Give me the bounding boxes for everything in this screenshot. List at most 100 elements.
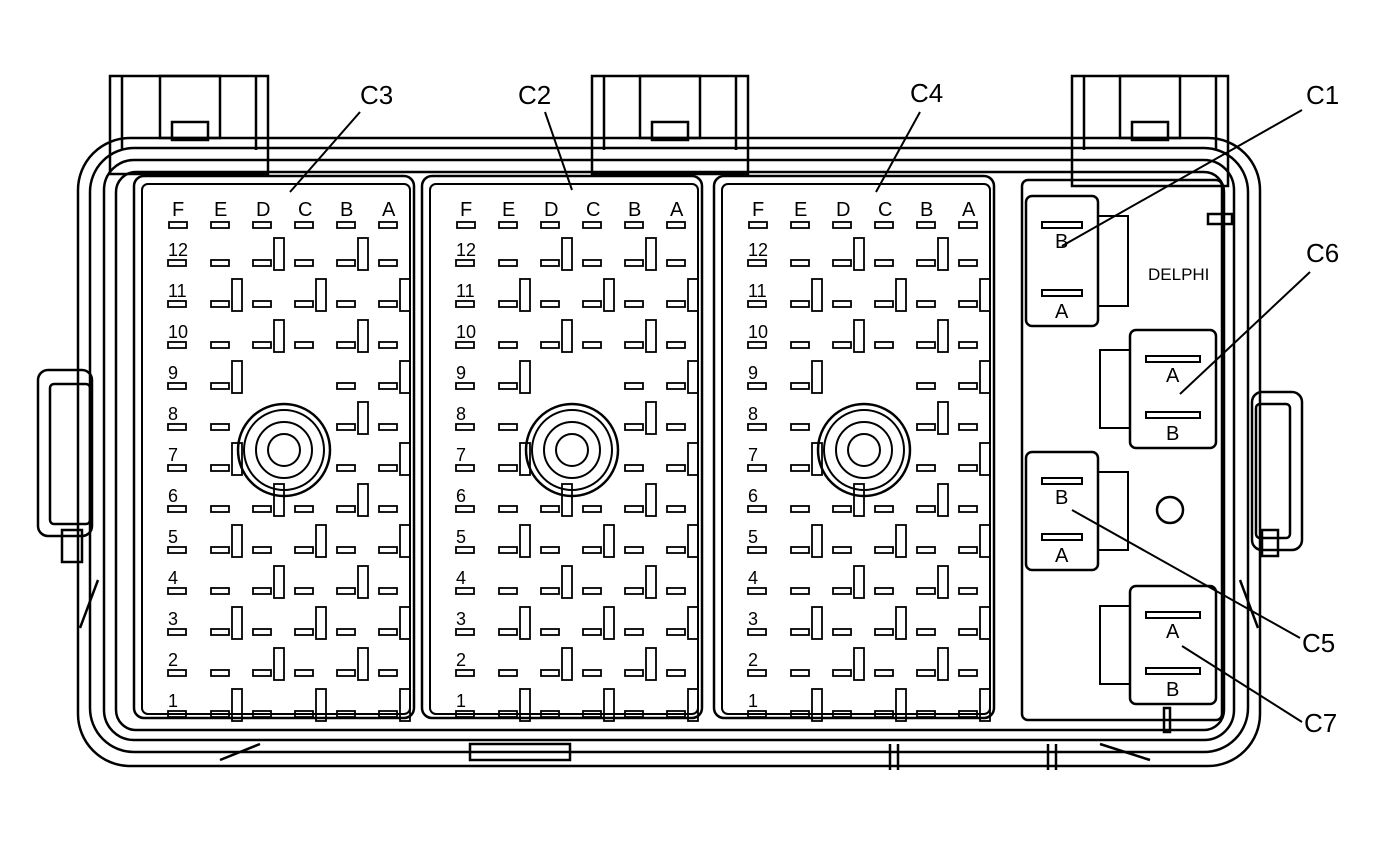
terminal (378, 587, 398, 595)
terminal (747, 300, 767, 308)
blade-terminal (937, 483, 949, 517)
pin-blade (1041, 477, 1083, 485)
terminal (958, 669, 978, 677)
blade-terminal (687, 688, 699, 722)
column-label: D (836, 199, 850, 221)
terminal (455, 423, 475, 431)
terminal (666, 300, 686, 308)
blade-terminal (979, 278, 991, 312)
terminal (540, 669, 560, 677)
blade-terminal (231, 278, 243, 312)
row-label: 8 (168, 404, 178, 424)
terminal (666, 669, 686, 677)
terminal (958, 710, 978, 718)
connector-c7: AB (1099, 584, 1218, 706)
callout-c5: C5 (1302, 628, 1335, 658)
blade-terminal (645, 237, 657, 271)
terminal (336, 300, 356, 308)
terminal (916, 587, 936, 595)
blade-terminal (357, 319, 369, 353)
terminal (540, 259, 560, 267)
blade-terminal (687, 524, 699, 558)
terminal (916, 505, 936, 513)
housing (36, 74, 1304, 770)
bolt-ring (835, 421, 893, 479)
blade-terminal (519, 442, 531, 476)
terminal (582, 546, 602, 554)
terminal (540, 221, 560, 229)
blade-terminal (853, 647, 865, 681)
terminal (294, 669, 314, 677)
terminal (378, 505, 398, 513)
terminal (666, 259, 686, 267)
terminal (336, 546, 356, 554)
terminal (378, 300, 398, 308)
terminal (790, 628, 810, 636)
terminal (455, 628, 475, 636)
terminal (832, 669, 852, 677)
leader-lines (289, 109, 1311, 723)
terminal (455, 259, 475, 267)
terminal (378, 221, 398, 229)
terminal (624, 259, 644, 267)
terminal (790, 710, 810, 718)
terminal (624, 628, 644, 636)
blade-terminal (273, 647, 285, 681)
terminal (498, 341, 518, 349)
blade-terminal (315, 278, 327, 312)
terminal (336, 259, 356, 267)
terminal (167, 628, 187, 636)
terminal (832, 710, 852, 718)
blade-terminal (357, 565, 369, 599)
terminal (748, 221, 768, 229)
pin-blade (1041, 289, 1083, 297)
blade-terminal (645, 565, 657, 599)
terminal (874, 628, 894, 636)
row-label: 2 (168, 650, 178, 670)
column-label: F (172, 199, 184, 221)
row-label: 2 (456, 650, 466, 670)
row-label: 9 (456, 363, 466, 383)
leader-c1 (1061, 109, 1303, 247)
terminal (790, 382, 810, 390)
blade-terminal (603, 278, 615, 312)
terminal (455, 546, 475, 554)
terminal (624, 546, 644, 554)
terminal (747, 423, 767, 431)
terminal (666, 464, 686, 472)
terminal (666, 505, 686, 513)
terminal (210, 300, 230, 308)
terminal (378, 628, 398, 636)
terminal (294, 628, 314, 636)
terminal (378, 423, 398, 431)
terminal (832, 546, 852, 554)
center-bolt (524, 402, 620, 498)
terminal (624, 341, 644, 349)
blade-terminal (811, 442, 823, 476)
terminal (624, 669, 644, 677)
terminal (747, 628, 767, 636)
terminal (832, 221, 852, 229)
blade-terminal (979, 606, 991, 640)
row-label: 3 (456, 609, 466, 629)
row-label: 5 (456, 527, 466, 547)
blade-terminal (231, 688, 243, 722)
column-label: B (628, 199, 641, 221)
terminal (498, 423, 518, 431)
blade-terminal (399, 442, 411, 476)
terminal (916, 259, 936, 267)
terminal (252, 341, 272, 349)
terminal (167, 710, 187, 718)
terminal (252, 710, 272, 718)
terminal (252, 628, 272, 636)
terminal (336, 669, 356, 677)
pin-label: A (1166, 621, 1180, 643)
terminal (498, 710, 518, 718)
terminal (252, 221, 272, 229)
terminal (455, 669, 475, 677)
terminal (874, 669, 894, 677)
row-label: 12 (456, 240, 476, 260)
terminal (916, 710, 936, 718)
terminal (167, 259, 187, 267)
